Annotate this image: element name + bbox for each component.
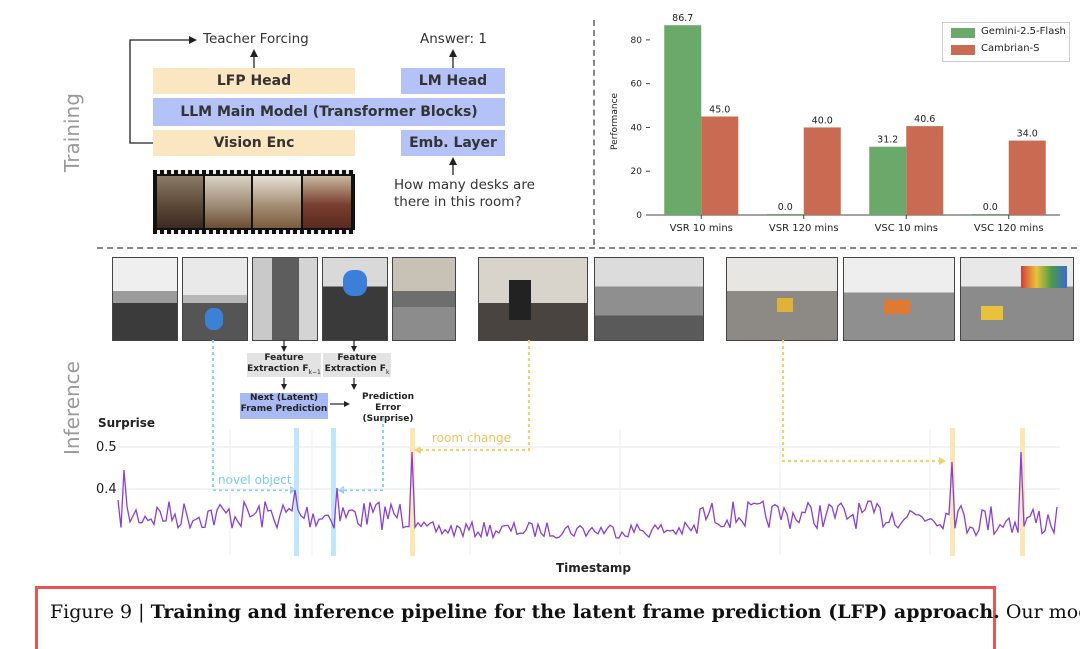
teacher-forcing-label: Teacher Forcing (203, 31, 309, 47)
extraction-prev-sub: k−1 (308, 368, 321, 376)
chart-y-tick-label: 60 (631, 80, 643, 90)
next-frame-line1: Next (Latent) (249, 393, 319, 403)
feature-extraction-curr-box: Feature Extraction Fk (323, 353, 391, 377)
legend-label-cambrian: Cambrian-S (981, 43, 1040, 54)
next-frame-prediction-box: Next (Latent) Frame Prediction (240, 393, 328, 419)
bar-value-label: 34.0 (1017, 129, 1038, 140)
frame-7 (594, 257, 704, 341)
bar-value-label: 0.0 (778, 202, 793, 213)
feature-label-prev: Feature (264, 353, 304, 363)
timestamp-axis-label: Timestamp (556, 561, 632, 575)
bar-value-label: 40.0 (812, 115, 833, 126)
film-strip (153, 170, 355, 234)
vertical-separator (593, 20, 595, 245)
bar-gemini-1 (766, 214, 804, 215)
extraction-prev-label: Extraction F (247, 364, 309, 374)
question-line1: How many desks are (394, 177, 535, 193)
training-arrows (129, 36, 457, 175)
chart-x-tick-label: VSR 120 mins (769, 223, 839, 234)
feature-label-curr: Feature (337, 353, 377, 363)
frame-3 (252, 257, 318, 341)
bar-cambrian-1 (803, 127, 841, 215)
caption-bold-title: Training and inference pipeline for the … (150, 601, 1000, 623)
bar-value-label: 31.2 (877, 135, 898, 146)
surprise-highlight-band (950, 428, 955, 556)
frame-1 (112, 257, 178, 341)
frame-6 (478, 257, 588, 341)
room-change-label: room change (432, 431, 512, 445)
figure-caption: Figure 9 | Training and inference pipeli… (50, 601, 1080, 623)
surprise-line (117, 451, 1058, 540)
inference-arrows (211, 340, 946, 494)
chart-y-tick-label: 40 (631, 123, 643, 133)
chart-y-axis-label: Performance (610, 93, 620, 150)
bar-value-label: 45.0 (709, 105, 730, 116)
frame-2 (182, 257, 248, 341)
surprise-highlight-band (331, 428, 336, 556)
legend-swatch-cambrian (951, 45, 975, 55)
chart-y-tick-label: 20 (631, 167, 643, 177)
caption-highlight-box (35, 586, 996, 649)
llm-main-box: LLM Main Model (Transformer Blocks) (153, 98, 505, 126)
chart-y-tick-label: 0 (636, 211, 642, 221)
bar-gemini-2 (869, 146, 907, 215)
prediction-error-label: Prediction Error (Surprise) (350, 392, 426, 425)
bar-cambrian-0 (701, 116, 739, 215)
frame-9 (843, 257, 955, 341)
chart-x-tick-label: VSR 10 mins (670, 223, 733, 234)
answer-label: Answer: 1 (420, 31, 487, 47)
surprise-plot (117, 428, 1060, 556)
bar-value-label: 0.0 (983, 202, 998, 213)
frame-4 (322, 257, 388, 341)
legend-label-gemini: Gemini-2.5-Flash (981, 26, 1066, 37)
surprise-highlight-band (294, 428, 299, 556)
vision-enc-box: Vision Enc (153, 130, 355, 156)
novel-object-label: novel object (218, 473, 292, 487)
emb-layer-box: Emb. Layer (401, 130, 505, 156)
pred-error-line1: Prediction Error (362, 392, 414, 413)
caption-figure-number: Figure 9 | (50, 601, 151, 623)
lm-head-box: LM Head (401, 68, 505, 94)
legend-swatch-gemini (951, 28, 975, 38)
feature-extraction-prev-box: Feature Extraction Fk−1 (247, 353, 321, 377)
surprise-highlight-band (410, 428, 415, 556)
chart-x-tick-label: VSC 120 mins (974, 223, 1044, 234)
bar-gemini-0 (664, 25, 702, 216)
question-line2: there in this room? (394, 194, 522, 210)
frame-10 (960, 257, 1074, 341)
pred-error-line2: (Surprise) (362, 414, 414, 424)
frame-8 (726, 257, 838, 341)
surprise-y-tick-0.4: 0.4 (96, 482, 117, 497)
surprise-y-tick-0.5: 0.5 (96, 440, 117, 455)
bar-value-label: 40.6 (914, 114, 935, 125)
bar-gemini-3 (971, 214, 1009, 215)
next-frame-line2: Frame Prediction (240, 404, 328, 414)
bar-cambrian-2 (906, 126, 944, 215)
extraction-curr-label: Extraction F (324, 364, 386, 374)
chart-x-tick-label: VSC 10 mins (875, 223, 938, 234)
lfp-head-box: LFP Head (153, 68, 355, 94)
extraction-curr-sub: k (385, 368, 390, 376)
chart-y-tick-label: 80 (631, 36, 643, 46)
surprise-axis-label: Surprise (98, 416, 156, 430)
bar-value-label: 86.7 (672, 13, 693, 24)
frame-5 (392, 257, 456, 341)
caption-rest: Our model (1005, 601, 1080, 623)
bar-cambrian-3 (1008, 140, 1046, 215)
horizontal-separator (97, 247, 1077, 249)
chart-legend: Gemini-2.5-Flash Cambrian-S (942, 22, 1070, 62)
